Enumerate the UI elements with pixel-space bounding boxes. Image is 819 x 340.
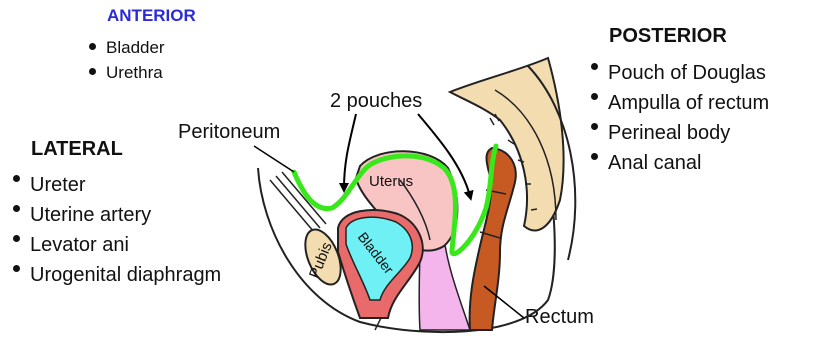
vagina-shape bbox=[419, 238, 470, 330]
pouch-arrow-left bbox=[344, 114, 356, 188]
peritoneum-pointer bbox=[254, 146, 294, 172]
uterus-label: Uterus bbox=[369, 173, 413, 190]
